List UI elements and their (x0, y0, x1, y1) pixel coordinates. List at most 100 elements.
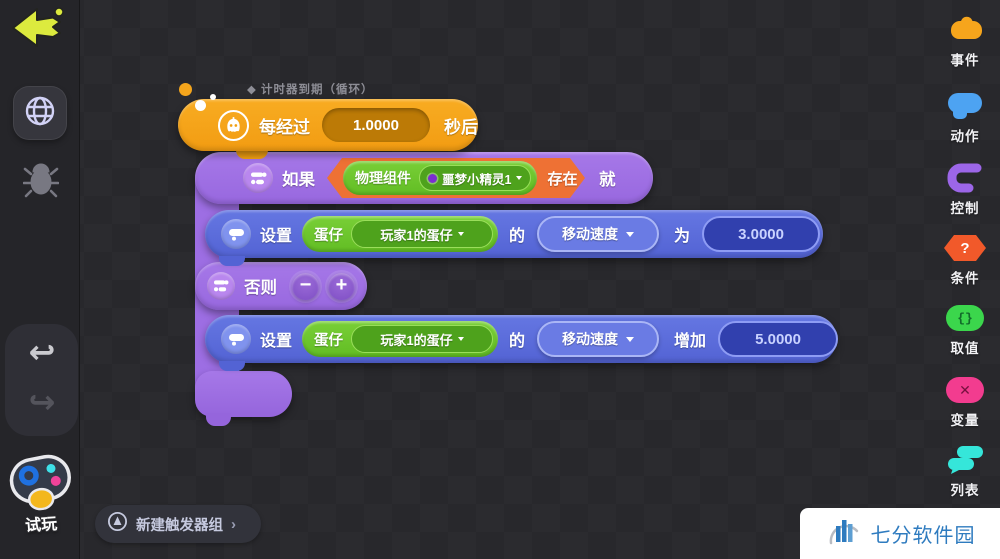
component-type-label: 物理组件 (355, 170, 411, 186)
chevron-right-icon: › (231, 515, 236, 533)
property-value: 移动速度 (562, 331, 619, 347)
braces-glyph: {} (957, 310, 973, 326)
else-keyword: 否则 (244, 279, 277, 297)
control-block-icon (946, 161, 984, 195)
category-variables[interactable]: ✕ 变量 (930, 373, 1000, 429)
object-value: 玩家1的蛋仔 (380, 227, 453, 243)
watermark-logo-icon (825, 512, 863, 555)
bug-icon (22, 160, 60, 203)
speed-delta-input[interactable]: 5.0000 (718, 321, 839, 357)
condition-slot[interactable]: 物理组件 噩梦小精灵1 存在 (327, 158, 585, 198)
object-type-label: 蛋仔 (314, 332, 344, 349)
target-object-pill[interactable]: 蛋仔 玩家1的蛋仔 (302, 216, 499, 252)
increase-speed-block[interactable]: 设置 蛋仔 玩家1的蛋仔 的 移动速度 增加 5.0000 (205, 315, 839, 363)
property-dropdown[interactable]: 移动速度 (537, 216, 660, 252)
if-keyword: 如果 (282, 171, 315, 189)
object-dropdown[interactable]: 玩家1的蛋仔 (351, 325, 494, 353)
operator-label: 增加 (674, 333, 707, 350)
event-block-sparkle-decor-small (210, 94, 216, 100)
back-arrow-icon (10, 7, 66, 58)
if-block[interactable]: 如果 物理组件 噩梦小精灵1 存在 就 (195, 152, 653, 204)
history-panel (5, 324, 78, 436)
trigger-group-title: ◆ 计时器到期（循环） (247, 84, 374, 96)
redo-icon: ↪ (28, 384, 56, 420)
event-block-tab (236, 148, 268, 159)
event-block-sparkle-decor (195, 100, 206, 111)
new-trigger-group-button[interactable]: 新建触发器组 › (95, 505, 261, 543)
event-block-timer[interactable]: 每经过 1.0000 秒后 (178, 99, 478, 151)
remove-branch-button[interactable]: − (292, 272, 319, 300)
property-dropdown[interactable]: 移动速度 (537, 321, 660, 357)
chevron-down-icon (626, 231, 635, 237)
undo-button[interactable]: ↩ (20, 330, 64, 374)
target-object-pill[interactable]: 蛋仔 玩家1的蛋仔 (302, 321, 499, 357)
operator-label: 为 (674, 228, 691, 245)
redo-button[interactable]: ↪ (20, 380, 64, 424)
back-button[interactable] (10, 4, 66, 54)
debug-button[interactable] (21, 160, 61, 202)
component-target-value: 噩梦小精灵1 (442, 172, 512, 187)
speed-value-input[interactable]: 3.0000 (702, 216, 821, 252)
object-type-label: 蛋仔 (314, 227, 344, 244)
playtest-label: 试玩 (24, 515, 58, 536)
chevron-down-icon (457, 337, 464, 341)
else-block[interactable]: 否则 − + (195, 262, 367, 310)
event-block-bubble-decor (179, 83, 192, 96)
x-glyph: ✕ (959, 381, 971, 398)
set-speed-block[interactable]: 设置 蛋仔 玩家1的蛋仔 的 移动速度 为 3.0000 (205, 210, 823, 258)
then-keyword: 就 (599, 171, 616, 189)
category-lists[interactable]: 列表 (930, 443, 1000, 499)
component-target-dropdown[interactable]: 噩梦小精灵1 (419, 165, 532, 191)
value-braces-icon: {} (946, 301, 984, 335)
undo-icon: ↩ (28, 334, 56, 370)
event-label-after: 秒后 (444, 117, 478, 137)
exists-label: 存在 (547, 170, 578, 188)
world-button[interactable] (13, 86, 67, 140)
playtest-button[interactable]: 试玩 (2, 446, 80, 552)
set-keyword: 设置 (260, 228, 293, 245)
left-sidebar: ↩ ↪ 试玩 (0, 0, 80, 559)
action-toggle-icon (221, 219, 251, 249)
set-block-tab (219, 256, 245, 266)
trigger-broadcast-icon (107, 511, 128, 537)
category-actions[interactable]: 动作 (930, 89, 1000, 145)
category-conditions[interactable]: ? 条件 (930, 231, 1000, 287)
variable-x-icon: ✕ (946, 373, 984, 407)
if-else-block-foot (195, 371, 292, 417)
event-label-before: 每经过 (259, 117, 310, 137)
condition-sliders-icon (207, 272, 235, 300)
globe-icon (23, 94, 57, 133)
spirit-avatar-icon (428, 173, 437, 183)
category-events[interactable]: 事件 (930, 13, 1000, 69)
set-block-tab (219, 361, 245, 371)
gamepad-icon (4, 448, 78, 520)
condition-hexagon-icon: ? (944, 231, 986, 265)
chevron-down-icon (457, 232, 464, 236)
condition-sliders-icon (243, 163, 273, 193)
list-stack-icon (945, 443, 985, 477)
watermark-badge: 七分软件园 (800, 508, 1000, 559)
chevron-down-icon (626, 336, 635, 342)
possessive-label: 的 (509, 228, 526, 245)
add-branch-button[interactable]: + (328, 272, 355, 300)
set-keyword: 设置 (260, 333, 293, 350)
new-trigger-group-label: 新建触发器组 (136, 517, 223, 534)
object-value: 玩家1的蛋仔 (380, 332, 453, 348)
chevron-down-icon (516, 176, 523, 180)
category-values[interactable]: {} 取值 (930, 301, 1000, 357)
possessive-label: 的 (509, 333, 526, 350)
event-block-icon (944, 13, 986, 47)
object-dropdown[interactable]: 玩家1的蛋仔 (351, 220, 494, 248)
question-mark-glyph: ? (960, 239, 970, 257)
action-toggle-icon (221, 324, 251, 354)
block-category-palette: 事件 动作 控制 ? 条件 (930, 0, 1000, 559)
egg-character-icon (218, 109, 249, 141)
category-control[interactable]: 控制 (930, 161, 1000, 217)
if-else-block-foot-tab (206, 413, 231, 426)
timer-interval-input[interactable]: 1.0000 (322, 108, 430, 142)
watermark-text: 七分软件园 (870, 525, 976, 547)
component-condition-pill[interactable]: 物理组件 噩梦小精灵1 (343, 161, 538, 195)
property-value: 移动速度 (562, 226, 619, 242)
